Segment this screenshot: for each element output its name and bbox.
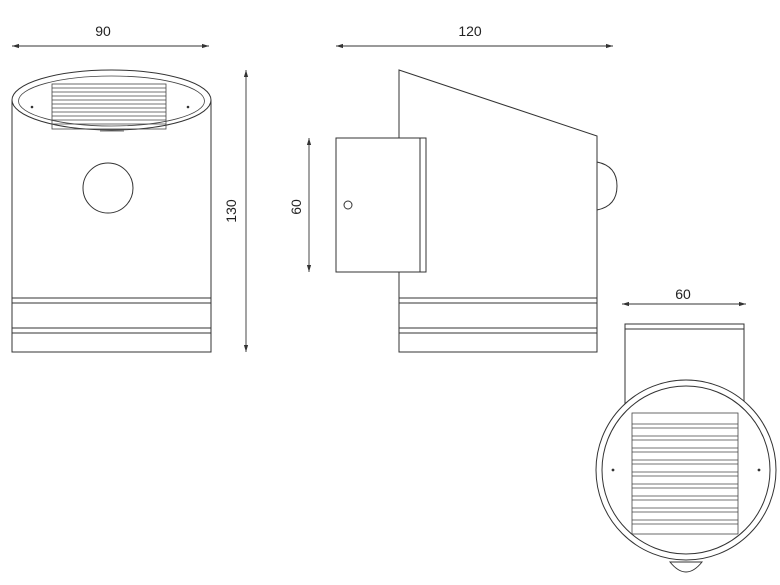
bracket-height-label: 60 xyxy=(288,199,304,215)
front-view: 90 xyxy=(11,23,212,353)
bottom-vent xyxy=(631,412,739,535)
front-body-outline xyxy=(11,100,212,353)
height-label: 130 xyxy=(223,199,239,223)
front-top-rim-inner xyxy=(18,75,205,127)
bracket-height-dimension: 60 xyxy=(288,138,312,272)
front-width-label: 90 xyxy=(95,23,111,39)
side-view: 120 xyxy=(335,23,618,353)
side-body-outline xyxy=(398,69,598,353)
side-width-label: 120 xyxy=(458,23,482,39)
bottom-screw-left xyxy=(611,468,615,472)
side-sensor-bump xyxy=(596,161,618,211)
side-width-dimension: 120 xyxy=(336,23,613,49)
bottom-inner-circle xyxy=(601,385,771,555)
height-dimension: 130 xyxy=(223,70,249,352)
bottom-width-label: 60 xyxy=(675,286,691,302)
front-sensor-circle xyxy=(82,162,134,214)
side-wall-bracket xyxy=(335,137,427,273)
bottom-view: 60 xyxy=(595,286,777,573)
front-width-dimension: 90 xyxy=(11,23,209,49)
bottom-outer-circle xyxy=(595,379,777,561)
front-rim-screw-left xyxy=(30,105,34,109)
bottom-foot-bump xyxy=(668,561,704,573)
side-bracket-screw-hole xyxy=(343,200,353,210)
bottom-screw-right xyxy=(757,468,761,472)
front-rim-screw-right xyxy=(186,105,190,109)
front-top-vent xyxy=(51,83,167,130)
bottom-width-dimension: 60 xyxy=(622,286,746,307)
